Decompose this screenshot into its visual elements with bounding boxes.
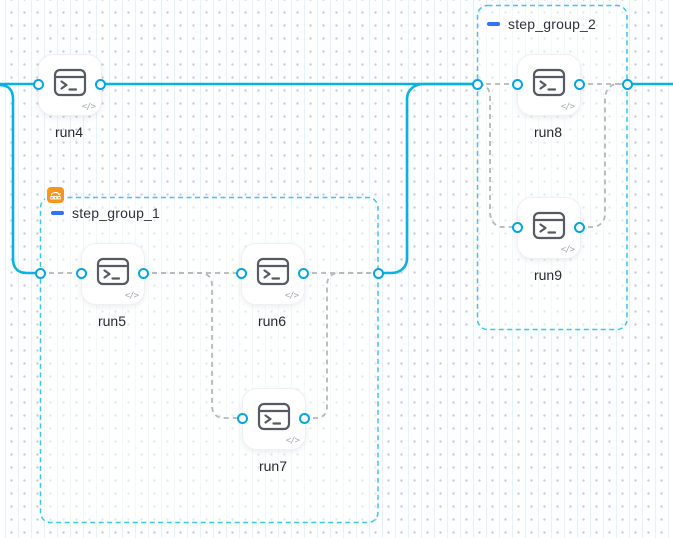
port-run8-output[interactable] [573, 78, 585, 90]
terminal-icon [256, 257, 290, 286]
collapse-minus-icon[interactable] [51, 211, 64, 215]
node-run8[interactable]: </> run8 [517, 54, 581, 140]
port-run6-output[interactable] [297, 267, 309, 279]
node-label: run7 [258, 458, 288, 474]
code-icon: </> [560, 245, 575, 255]
code-icon: </> [285, 436, 300, 446]
node-label: run8 [533, 124, 563, 140]
edge-group1-out-to-group2-in[interactable] [376, 82, 479, 275]
node-run5-card[interactable]: </> [81, 243, 145, 305]
node-run7[interactable]: </> run7 [242, 388, 306, 474]
code-icon: </> [560, 102, 575, 112]
port-group1-output[interactable] [372, 267, 384, 279]
terminal-icon [257, 402, 291, 431]
node-run8-card[interactable]: </> [517, 54, 581, 116]
edge-run9-to-group2-out[interactable] [579, 83, 627, 228]
terminal-icon [96, 257, 130, 286]
group-header-step-group-1: step_group_1 [51, 205, 160, 221]
node-run6-card[interactable]: </> [241, 243, 305, 305]
port-run5-output[interactable] [137, 267, 149, 279]
port-run6-input[interactable] [235, 267, 247, 279]
port-group2-output[interactable] [621, 78, 633, 90]
node-label: run4 [54, 124, 84, 140]
group-title: step_group_1 [72, 205, 161, 221]
edge-start-to-group1-in[interactable] [0, 83, 42, 275]
group-header-step-group-2: step_group_2 [487, 16, 596, 32]
port-group2-input[interactable] [471, 78, 483, 90]
code-icon: </> [124, 291, 139, 301]
edge-run7-to-group1-out[interactable] [304, 272, 378, 419]
node-run9[interactable]: </> run9 [517, 197, 581, 283]
port-run9-input[interactable] [511, 221, 523, 233]
node-label: run6 [257, 313, 287, 329]
code-icon: </> [284, 291, 299, 301]
group-title: step_group_2 [508, 16, 597, 32]
port-run9-output[interactable] [573, 221, 585, 233]
node-label: run9 [533, 267, 563, 283]
node-label: run5 [97, 313, 127, 329]
port-run7-input[interactable] [236, 412, 248, 424]
node-run6[interactable]: </> run6 [241, 243, 305, 329]
code-icon: </> [81, 102, 96, 112]
port-run4-input[interactable] [32, 78, 44, 90]
port-run7-output[interactable] [298, 412, 310, 424]
node-run7-card[interactable]: </> [242, 388, 306, 450]
terminal-icon [53, 68, 87, 97]
node-run5[interactable]: </> run5 [81, 243, 145, 329]
node-run4-card[interactable]: </> [38, 54, 102, 116]
collapse-minus-icon[interactable] [487, 22, 500, 26]
port-run8-input[interactable] [511, 78, 523, 90]
edge-run5-to-run7[interactable] [143, 272, 242, 419]
loop-batch-icon [47, 187, 64, 203]
node-run4[interactable]: </> run4 [38, 54, 102, 140]
port-group1-input[interactable] [34, 267, 46, 279]
terminal-icon [532, 68, 566, 97]
port-run4-output[interactable] [94, 78, 106, 90]
port-run5-input[interactable] [75, 267, 87, 279]
terminal-icon [532, 211, 566, 240]
node-run9-card[interactable]: </> [517, 197, 581, 259]
